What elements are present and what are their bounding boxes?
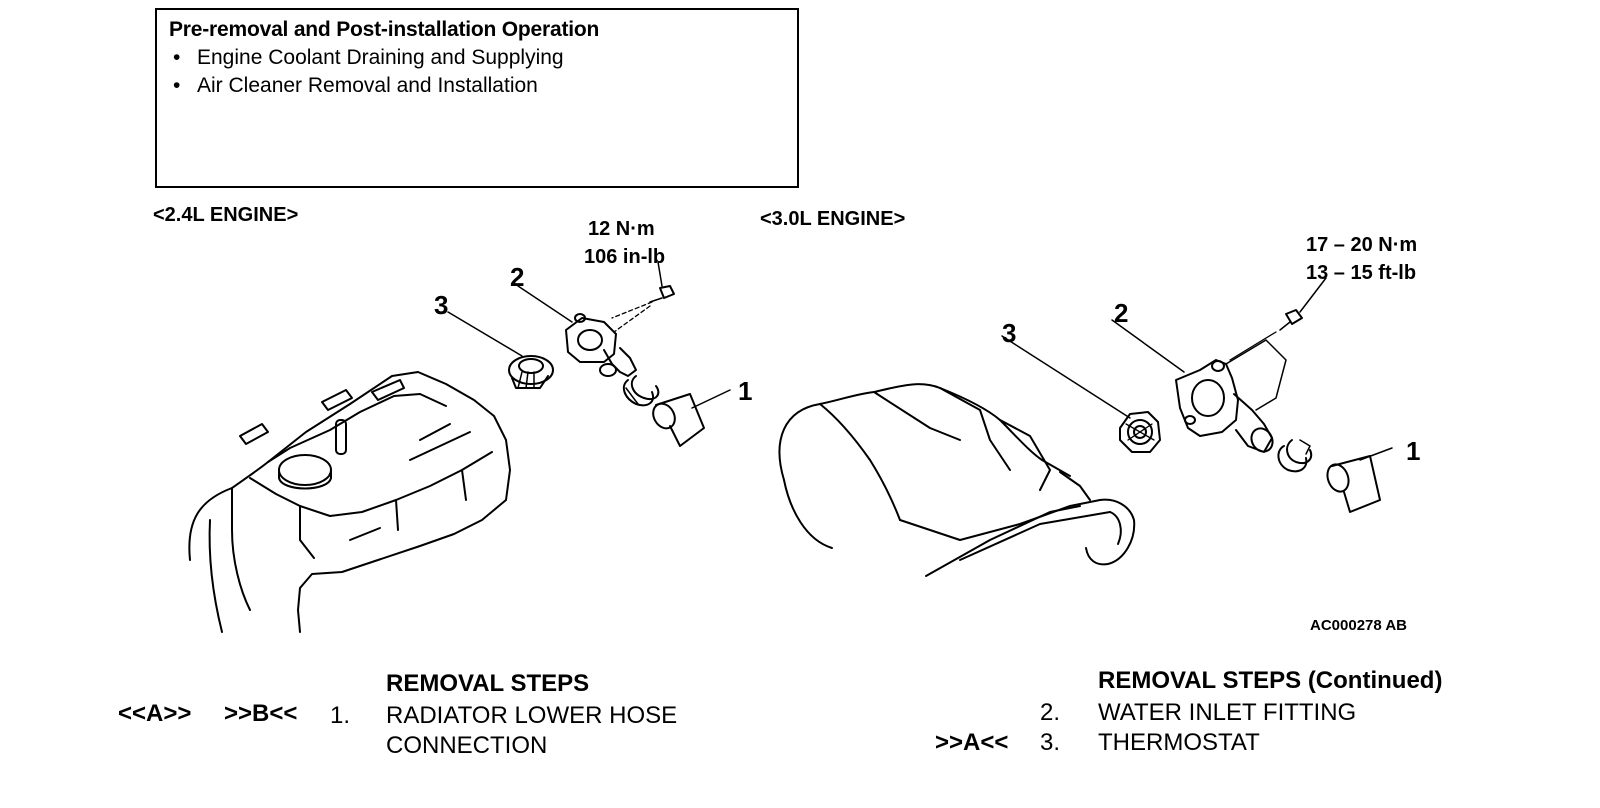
pre-removal-box: Pre-removal and Post-installation Operat… xyxy=(155,8,799,188)
step-label: RADIATOR LOWER HOSE xyxy=(386,702,678,729)
figure-id: AC000278 AB xyxy=(1310,617,1407,634)
callout-1-2-4l: 1 xyxy=(738,376,753,406)
radiator-lower-hose-3-0l xyxy=(1326,455,1381,513)
radiator-lower-hose-2-4l xyxy=(652,393,705,447)
step-ref-a: >>A<< xyxy=(935,729,1009,756)
step-number: 3. xyxy=(1040,729,1061,756)
water-inlet-fitting-3-0l xyxy=(1175,339,1287,453)
thermostat-2-4l xyxy=(508,355,554,389)
thermostat-3-0l xyxy=(1119,411,1161,453)
removal-steps-continued-heading: REMOVAL STEPS (Continued) xyxy=(1098,667,1443,694)
engine-label-3-0l: <3.0L ENGINE> xyxy=(760,208,906,230)
torque-nm-3-0l: 17 – 20 N·m xyxy=(1306,234,1418,256)
step-number: 2. xyxy=(1040,699,1061,726)
bolt-3-0l xyxy=(1279,309,1303,331)
callout-1-3-0l: 1 xyxy=(1406,436,1421,466)
engine-block-2-4l xyxy=(188,371,511,633)
water-inlet-fitting-2-4l xyxy=(565,313,637,377)
step-label: WATER INLET FITTING xyxy=(1098,699,1357,726)
callout-2-3-0l: 2 xyxy=(1114,298,1129,328)
step-label: THERMOSTAT xyxy=(1098,729,1260,756)
pre-removal-title: Pre-removal and Post-installation Operat… xyxy=(169,18,600,41)
pre-removal-list: Engine Coolant Draining and Supplying Ai… xyxy=(169,44,785,100)
hose-clamp-3-0l xyxy=(1277,439,1313,473)
callout-2-2-4l: 2 xyxy=(510,262,525,292)
step-ref-a: <<A>> xyxy=(118,700,192,727)
step-label-cont: CONNECTION xyxy=(386,732,548,759)
torque-nm-2-4l: 12 N·m xyxy=(588,218,655,240)
torque-ftlb-3-0l: 13 – 15 ft-lb xyxy=(1306,262,1417,284)
step-ref-b: >>B<< xyxy=(224,700,298,727)
callout-3-3-0l: 3 xyxy=(1002,318,1017,348)
list-item: Engine Coolant Draining and Supplying xyxy=(173,44,785,72)
engine-block-3-0l xyxy=(778,383,1136,577)
list-item: Air Cleaner Removal and Installation xyxy=(173,72,785,100)
removal-steps-heading: REMOVAL STEPS xyxy=(386,670,590,697)
callout-3-2-4l: 3 xyxy=(434,290,449,320)
engine-label-2-4l: <2.4L ENGINE> xyxy=(153,204,299,226)
torque-inlb-2-4l: 106 in-lb xyxy=(584,246,666,268)
hose-clamp-2-4l xyxy=(622,375,660,407)
bolt-2-4l xyxy=(649,285,675,303)
step-number: 1. xyxy=(330,702,351,729)
